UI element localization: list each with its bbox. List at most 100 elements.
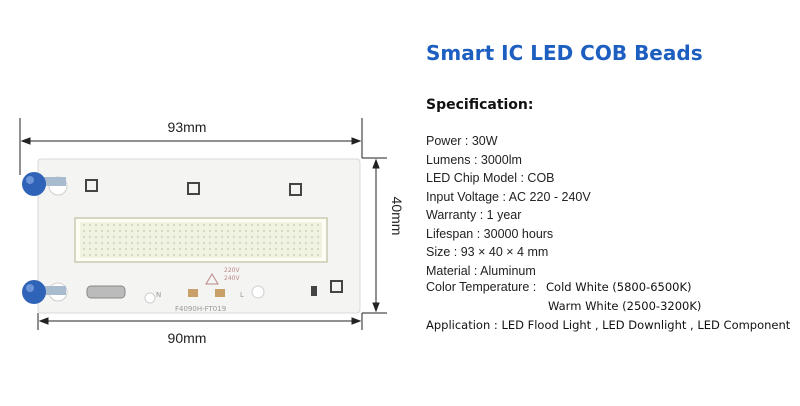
led-dot <box>269 230 271 232</box>
led-dot <box>119 254 121 256</box>
led-dot <box>311 248 313 250</box>
led-dot <box>239 236 241 238</box>
led-dot <box>149 224 151 226</box>
led-dot <box>173 236 175 238</box>
led-dot <box>83 242 85 244</box>
led-dot <box>311 254 313 256</box>
led-dot <box>107 242 109 244</box>
led-dot <box>209 242 211 244</box>
led-dot <box>89 248 91 250</box>
led-dot <box>167 254 169 256</box>
led-dot <box>167 224 169 226</box>
led-dot <box>269 248 271 250</box>
led-dot <box>257 254 259 256</box>
led-dot <box>239 224 241 226</box>
led-dot <box>137 254 139 256</box>
led-dot <box>83 230 85 232</box>
led-dot <box>275 230 277 232</box>
led-dot <box>281 236 283 238</box>
led-dot <box>161 254 163 256</box>
led-dot <box>251 236 253 238</box>
led-dot <box>143 224 145 226</box>
pin-n-label: N <box>156 291 161 299</box>
led-dot <box>95 254 97 256</box>
led-dot <box>245 254 247 256</box>
led-dot <box>281 254 283 256</box>
led-dot <box>149 230 151 232</box>
led-dot <box>113 248 115 250</box>
led-dot <box>131 236 133 238</box>
led-dot <box>113 230 115 232</box>
led-dot <box>197 248 199 250</box>
led-dot <box>251 254 253 256</box>
side-dimension <box>362 157 387 314</box>
led-dot <box>275 248 277 250</box>
spec-heading: Specification: <box>426 97 534 113</box>
led-dot <box>287 224 289 226</box>
led-dot <box>131 248 133 250</box>
led-dot <box>95 224 97 226</box>
led-dot <box>287 254 289 256</box>
pin-l-label: L <box>240 291 244 299</box>
led-dot <box>125 236 127 238</box>
led-dot <box>155 254 157 256</box>
led-dot <box>101 242 103 244</box>
led-dot <box>209 224 211 226</box>
led-dot <box>113 254 115 256</box>
led-dot <box>245 224 247 226</box>
led-dot <box>161 248 163 250</box>
led-dot <box>107 254 109 256</box>
led-dot <box>119 248 121 250</box>
led-dot <box>281 230 283 232</box>
led-dot <box>305 254 307 256</box>
led-dot <box>173 230 175 232</box>
spec-lumens: Lumens : 3000lm <box>426 152 522 167</box>
led-dot <box>227 236 229 238</box>
led-dot <box>317 248 319 250</box>
led-dot <box>95 236 97 238</box>
led-dot <box>287 248 289 250</box>
led-dot <box>143 230 145 232</box>
led-dot <box>239 230 241 232</box>
led-dot <box>185 248 187 250</box>
led-dot <box>311 242 313 244</box>
led-dot <box>125 242 127 244</box>
led-dot <box>107 230 109 232</box>
led-dot <box>149 254 151 256</box>
led-dot <box>161 224 163 226</box>
spec-list: Power : 30W Lumens : 3000lm LED Chip Mod… <box>426 132 591 280</box>
led-dot <box>197 230 199 232</box>
led-dot <box>185 230 187 232</box>
led-dot <box>179 242 181 244</box>
led-dot <box>245 230 247 232</box>
led-dot <box>227 254 229 256</box>
led-dot <box>119 236 121 238</box>
led-dot <box>155 230 157 232</box>
led-dot <box>125 230 127 232</box>
led-dot <box>119 224 121 226</box>
led-dot <box>263 248 265 250</box>
led-dot <box>239 248 241 250</box>
led-dot <box>203 236 205 238</box>
led-dot <box>299 242 301 244</box>
led-dot <box>305 224 307 226</box>
led-dot <box>89 224 91 226</box>
led-dot <box>83 248 85 250</box>
led-dot <box>233 224 235 226</box>
led-dot <box>191 254 193 256</box>
led-dot <box>89 230 91 232</box>
led-dot <box>287 236 289 238</box>
led-dot <box>263 236 265 238</box>
spec-input-voltage: Input Voltage : AC 220 - 240V <box>426 189 591 204</box>
led-dot <box>179 236 181 238</box>
led-dot <box>305 230 307 232</box>
led-dot <box>209 236 211 238</box>
led-dot <box>227 224 229 226</box>
led-dot <box>233 254 235 256</box>
led-dot <box>191 224 193 226</box>
led-dot <box>221 224 223 226</box>
led-dot <box>89 236 91 238</box>
led-dot <box>119 230 121 232</box>
led-dot <box>275 224 277 226</box>
led-dot <box>101 248 103 250</box>
